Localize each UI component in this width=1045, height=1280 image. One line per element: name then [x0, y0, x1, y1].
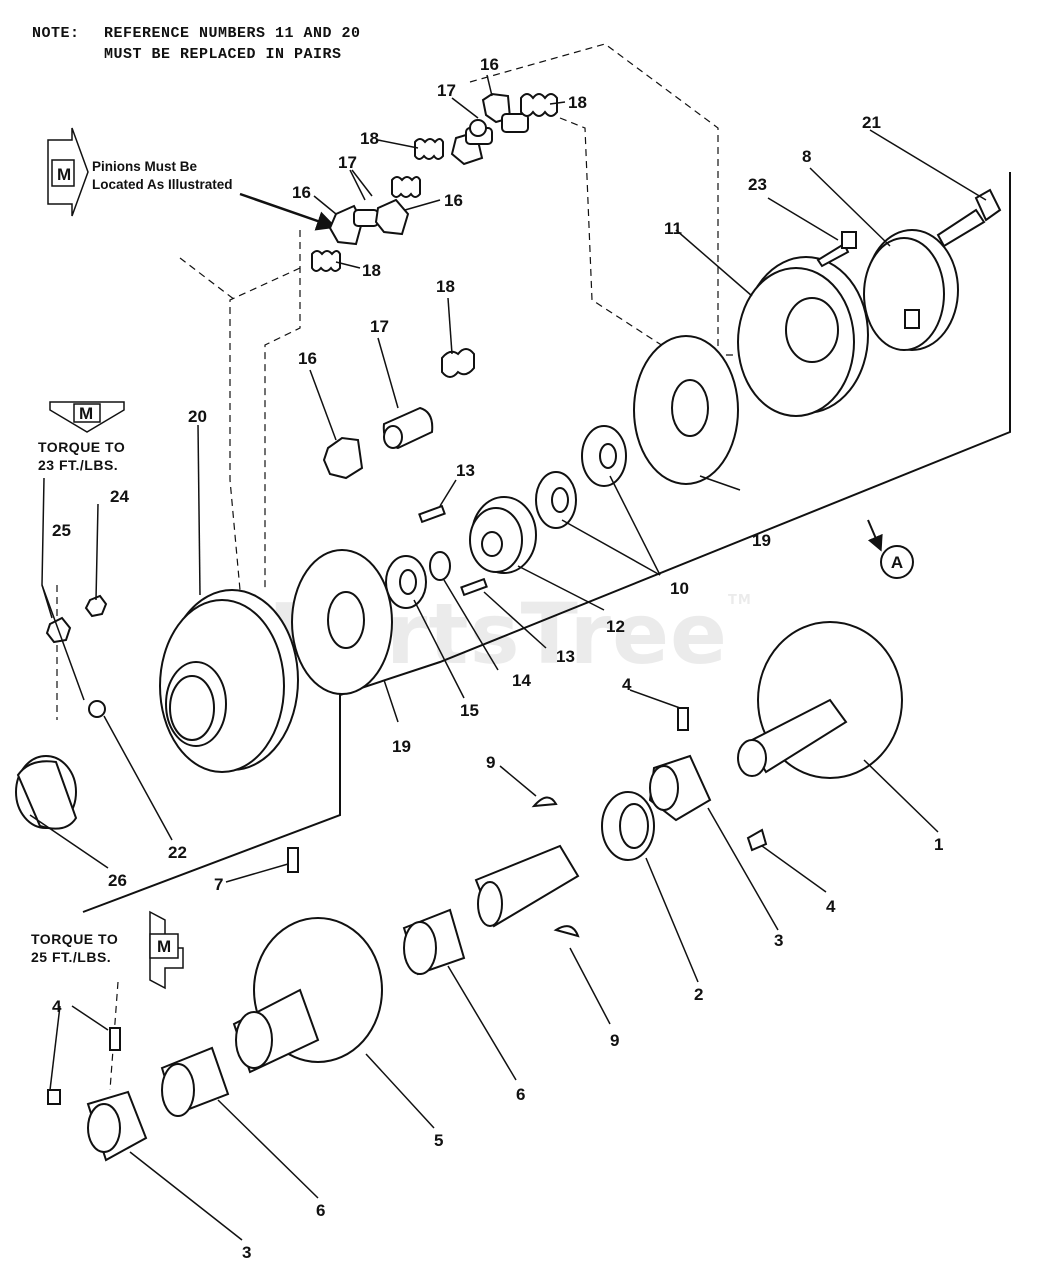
torque-upper-line-1: TORQUE TO [38, 439, 126, 455]
part-label-18: 18 [568, 93, 587, 112]
part-label-9: 9 [610, 1031, 619, 1050]
m-marker-letter: M [157, 937, 171, 956]
part-label-16: 16 [298, 349, 317, 368]
m-marker-letter: M [57, 165, 71, 184]
section-boundary [82, 172, 1011, 913]
part-label-19: 19 [752, 531, 771, 550]
part-label-4: 4 [622, 675, 632, 694]
part-label-11: 11 [664, 219, 682, 238]
torque-upper-line-2: 23 FT./LBS. [38, 457, 119, 473]
part-label-2: 2 [694, 985, 703, 1004]
part-label-25: 25 [52, 521, 71, 540]
part-label-13: 13 [456, 461, 475, 480]
part-label-13: 13 [556, 647, 575, 666]
part-label-18: 18 [436, 277, 455, 296]
part-label-16: 16 [444, 191, 463, 210]
pinions-callout-line-2: Located As Illustrated [92, 177, 233, 192]
part-label-1: 1 [934, 835, 943, 854]
pinion-callout-arrow [239, 192, 337, 231]
part-label-18: 18 [360, 129, 379, 148]
part-label-3: 3 [242, 1243, 251, 1262]
note-line-1: REFERENCE NUMBERS 11 AND 20 [104, 25, 361, 42]
part-label-20: 20 [188, 407, 207, 426]
part-label-17: 17 [338, 153, 357, 172]
part-label-7: 7 [214, 875, 223, 894]
leader-lines [29, 74, 987, 1241]
parts [15, 92, 1002, 1162]
note-line-2: MUST BE REPLACED IN PAIRS [104, 46, 342, 63]
part-label-6: 6 [316, 1201, 325, 1220]
watermark-tm: TM [728, 593, 752, 608]
part-label-15: 15 [460, 701, 479, 720]
part-label-14: 14 [512, 671, 531, 690]
torque-lower-line-1: TORQUE TO [31, 931, 119, 947]
part-label-16: 16 [292, 183, 311, 202]
m-marker-torque-upper: M [49, 401, 125, 433]
torque-lower-line-2: 25 FT./LBS. [31, 949, 112, 965]
section-marker-text: A [891, 553, 903, 572]
part-label-10: 10 [670, 579, 689, 598]
part-label-12: 12 [606, 617, 625, 636]
part-label-18: 18 [362, 261, 381, 280]
section-marker-a: A [880, 545, 914, 579]
part-labels: 16 17 18 18 17 16 16 18 18 17 16 21 8 23… [52, 55, 943, 1262]
part-label-4: 4 [52, 997, 62, 1016]
part-label-4: 4 [826, 897, 836, 916]
pinions-callout-line-1: Pinions Must Be [92, 159, 198, 174]
phantom-lines [56, 43, 745, 1091]
part-label-19: 19 [392, 737, 411, 756]
m-marker-torque-lower: M [149, 910, 184, 990]
part-label-3: 3 [774, 931, 783, 950]
m-marker-pinions: M [47, 127, 89, 217]
part-label-16: 16 [480, 55, 499, 74]
note-heading: NOTE: [32, 25, 80, 42]
part-label-5: 5 [434, 1131, 443, 1150]
m-marker-letter: M [79, 404, 93, 423]
part-label-9: 9 [486, 753, 495, 772]
part-label-26: 26 [108, 871, 127, 890]
part-label-24: 24 [110, 487, 129, 506]
part-label-22: 22 [168, 843, 187, 862]
upper-pinion-cluster [311, 92, 558, 272]
part-label-17: 17 [370, 317, 389, 336]
part-label-8: 8 [802, 147, 811, 166]
part-label-21: 21 [862, 113, 881, 132]
part-label-6: 6 [516, 1085, 525, 1104]
part-label-23: 23 [748, 175, 767, 194]
part-label-17: 17 [437, 81, 456, 100]
